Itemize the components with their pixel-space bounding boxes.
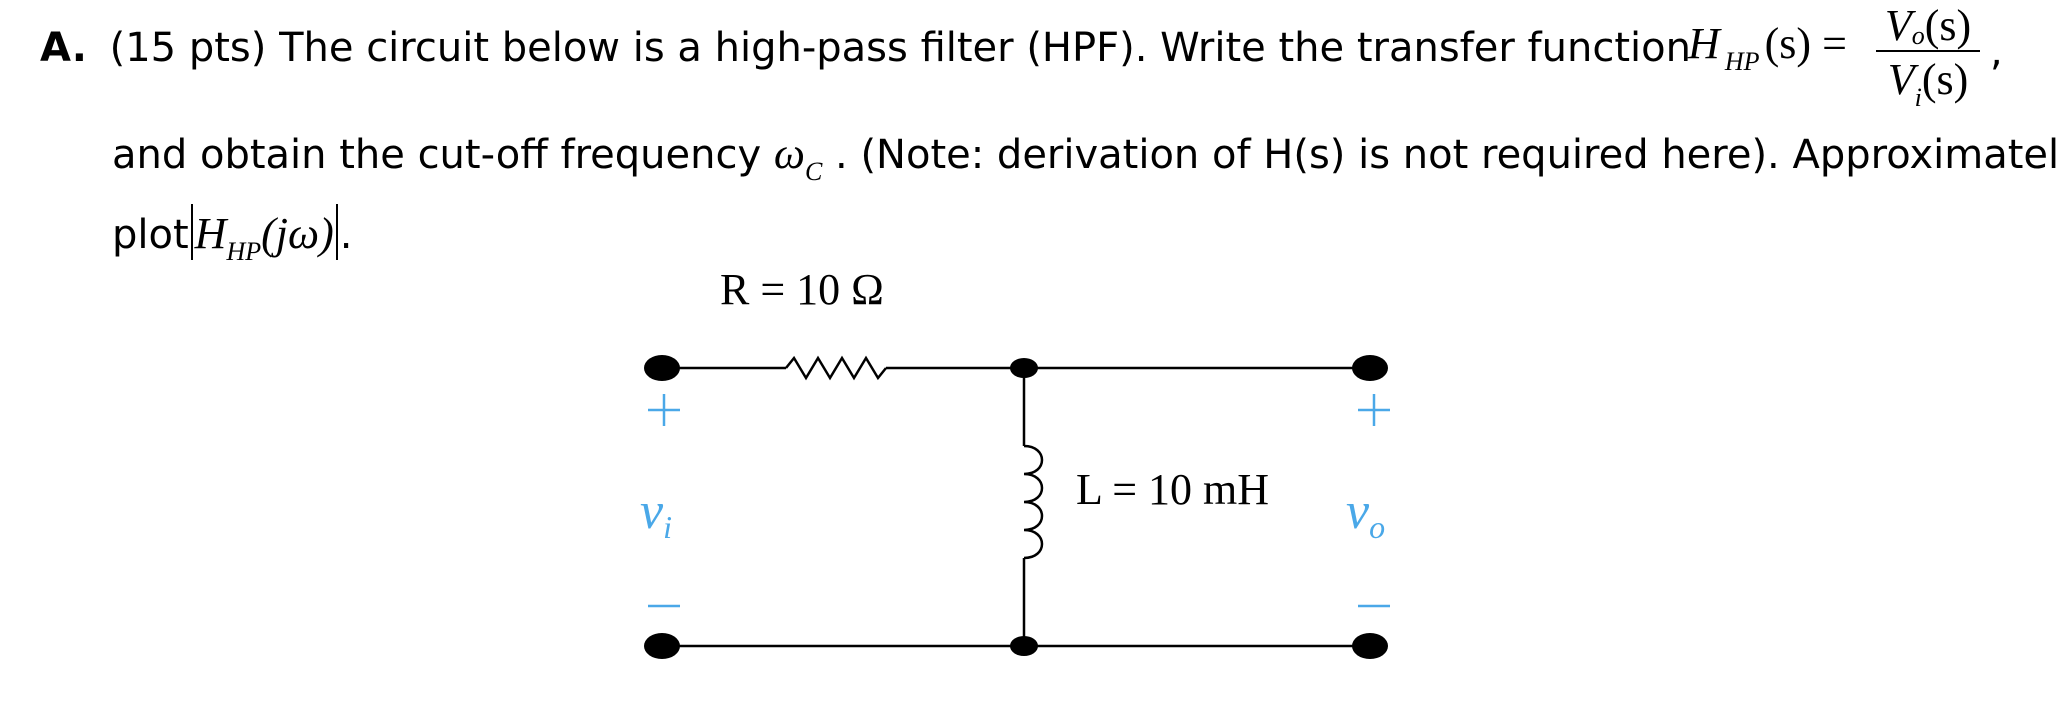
hjw-argument: (jω) <box>261 209 334 258</box>
fraction-denominator: Vi(s) <box>1876 54 1980 112</box>
denominator-argument: (s) <box>1921 55 1969 104</box>
abs-bar-left <box>190 204 193 260</box>
output-terminal-bottom <box>1352 633 1388 659</box>
denominator-subscript: i <box>1914 83 1922 112</box>
inductor-symbol <box>1023 444 1044 560</box>
denominator-v: V <box>1887 55 1915 104</box>
problem-statement-1: (15 pts) The circuit below is a high-pas… <box>109 25 1691 71</box>
omega-subscript: C <box>804 157 823 186</box>
numerator-v: V <box>1884 1 1912 50</box>
transfer-function: H HP (s) = <box>1688 18 1847 76</box>
plot-word: plot <box>112 212 189 258</box>
resistor-symbol <box>785 355 887 381</box>
h-argument: (s) = <box>1764 19 1847 68</box>
fraction-bar <box>1876 50 1980 52</box>
output-terminal-top <box>1352 355 1388 381</box>
abs-bar-right <box>335 204 338 260</box>
problem-statement-2: and obtain the cut-off frequency <box>112 132 762 178</box>
h-subscript: HP <box>1724 47 1760 76</box>
numerator-argument: (s) <box>1924 1 1972 50</box>
problem-line-2: and obtain the cut-off frequency ωC . (N… <box>112 129 2060 187</box>
omega-symbol: ω <box>773 129 805 178</box>
transfer-fraction: Vo(s) Vi(s) <box>1876 0 1980 112</box>
omega-dot: . <box>835 132 848 178</box>
problem-note: (Note: derivation of H(s) is not require… <box>860 132 2060 178</box>
resistor-label: R = 10 Ω <box>720 265 884 314</box>
hjw-subscript: HP <box>226 237 262 266</box>
fraction-numerator: Vo(s) <box>1876 0 1980 50</box>
output-plus-sign <box>1358 394 1390 426</box>
input-plus-sign <box>648 394 680 426</box>
problem-line-1: A. (15 pts) The circuit below is a high-… <box>40 24 1691 72</box>
junction-bottom <box>1010 636 1038 656</box>
h-symbol: H <box>1688 19 1720 68</box>
input-voltage-label: vi <box>640 483 672 545</box>
inductor-label: L = 10 mH <box>1076 465 1269 514</box>
hjw-symbol: H <box>194 209 227 258</box>
fraction-comma: , <box>1990 29 2003 75</box>
output-voltage-label: vo <box>1346 483 1385 545</box>
problem-label: A. <box>40 25 87 71</box>
junction-top <box>1010 358 1038 378</box>
numerator-subscript: o <box>1911 21 1925 50</box>
input-terminal-top <box>644 355 680 381</box>
hjw-period: . <box>339 212 353 258</box>
input-terminal-bottom <box>644 633 680 659</box>
